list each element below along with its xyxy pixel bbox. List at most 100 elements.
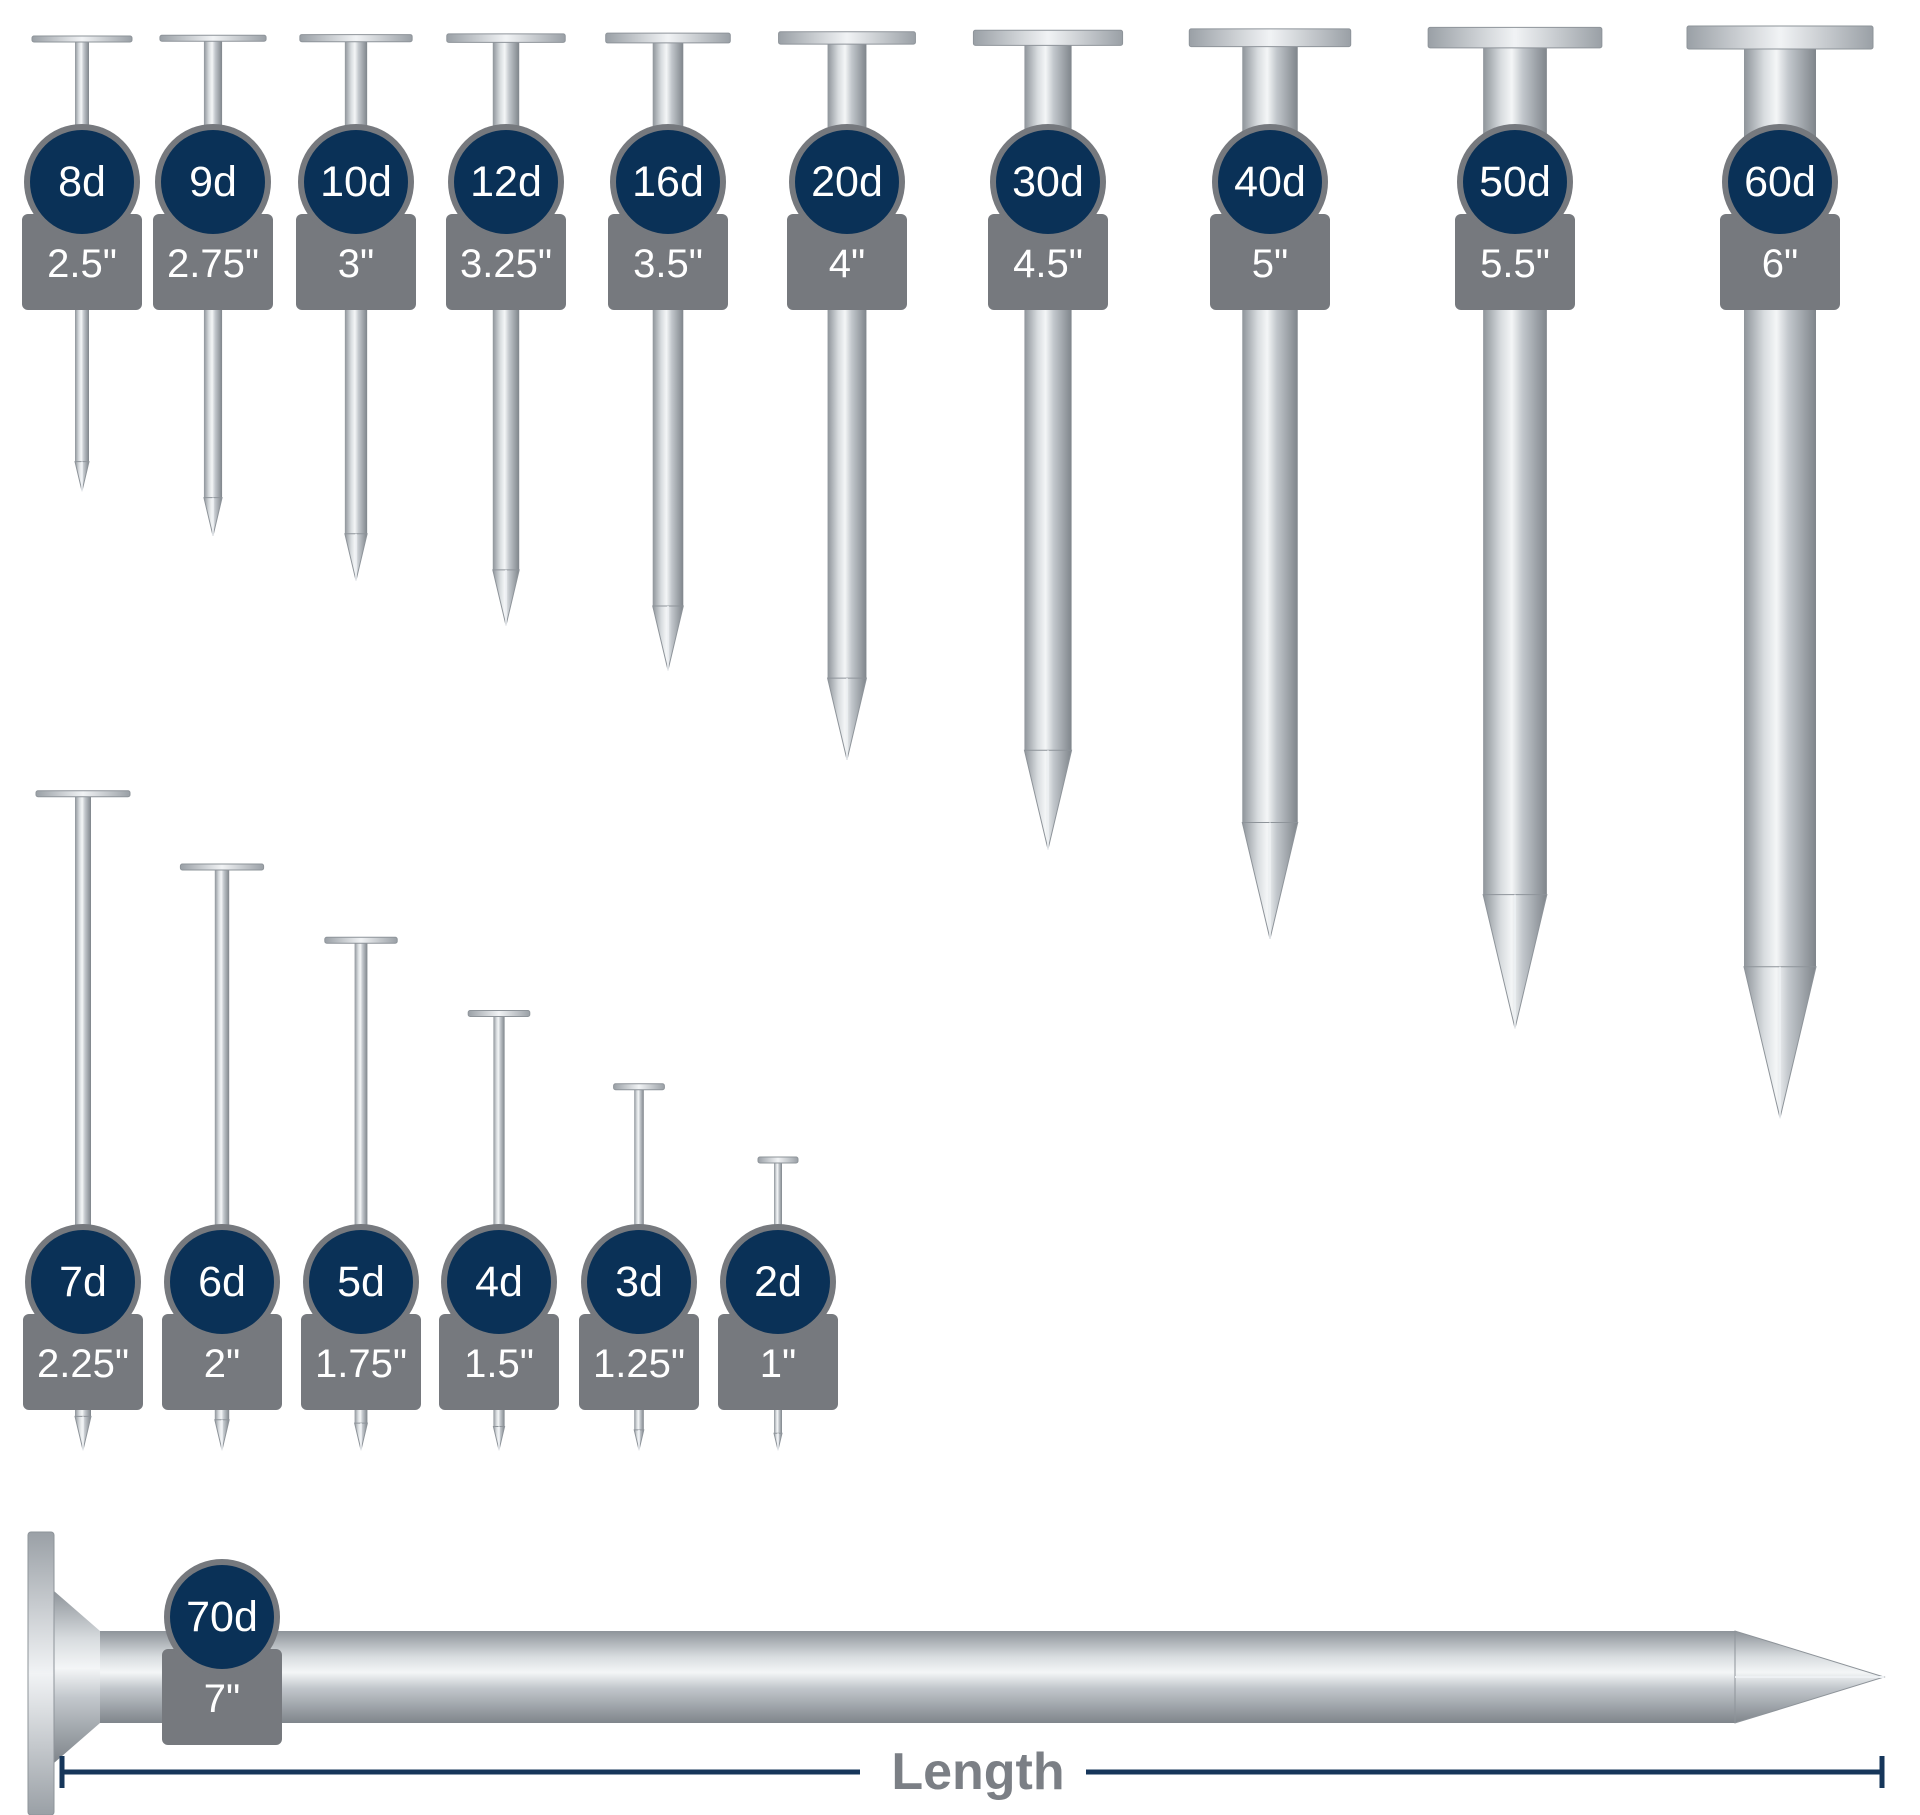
nail-7d: 7d 2.25" <box>23 790 143 1451</box>
nail-40d-badge <box>1218 130 1322 234</box>
nail-60d-badge <box>1728 130 1832 234</box>
nail-40d-head <box>1188 28 1352 48</box>
nail-10d-size-label: 10d <box>320 158 392 206</box>
nail-20d-length-label: 4" <box>829 242 865 286</box>
nail-16d-badge <box>616 130 720 234</box>
nail-8d-length-tag <box>22 214 142 310</box>
nail-7d-head <box>35 790 131 798</box>
nail-70d-head <box>27 1531 55 1815</box>
nail-70d-length-tag <box>162 1649 282 1745</box>
nail-2d-length-label: 1" <box>760 1342 796 1386</box>
nail-60d-length-label: 6" <box>1762 242 1798 286</box>
nail-5d-length-tag <box>301 1314 421 1410</box>
nail-4d-length-label: 1.5" <box>464 1342 534 1386</box>
nail-16d: 16d 3.5" <box>605 32 731 671</box>
nail-2d-head <box>757 1156 799 1164</box>
nail-16d-length-label: 3.5" <box>633 242 703 286</box>
nail-70d: 70d 7" <box>27 1531 1886 1815</box>
nail-3d-head <box>613 1083 665 1091</box>
nail-30d-badge <box>996 130 1100 234</box>
nail-3d: 3d 1.25" <box>579 1083 699 1451</box>
nail-60d-length-tag <box>1720 214 1840 310</box>
nail-10d-length-label: 3" <box>338 242 374 286</box>
nail-6d-badge <box>170 1230 274 1334</box>
nail-2d-length-tag <box>718 1314 838 1410</box>
nail-3d-badge <box>587 1230 691 1334</box>
nail-3d-length-tag <box>579 1314 699 1410</box>
nail-9d-badge <box>161 130 265 234</box>
nail-5d-size-label: 5d <box>337 1258 385 1306</box>
nail-50d-head <box>1427 26 1603 49</box>
nail-20d-size-label: 20d <box>811 158 883 206</box>
nail-60d: 60d 6" <box>1686 25 1874 1119</box>
nail-9d-length-label: 2.75" <box>167 242 259 286</box>
nail-8d-length-label: 2.5" <box>47 242 117 286</box>
nail-6d-size-label: 6d <box>198 1258 246 1306</box>
nail-16d-length-tag <box>608 214 728 310</box>
nail-5d-head <box>324 936 398 944</box>
nail-20d-length-tag <box>787 214 907 310</box>
nail-8d-size-label: 8d <box>58 158 106 206</box>
nail-8d-head <box>31 35 133 43</box>
nail-5d: 5d 1.75" <box>301 936 421 1451</box>
nail-4d-length-tag <box>439 1314 559 1410</box>
nail-70d-length-label: 7" <box>204 1677 240 1721</box>
nail-6d: 6d 2" <box>162 863 282 1451</box>
nail-12d: 12d 3.25" <box>446 33 566 626</box>
nail-7d-length-tag <box>23 1314 143 1410</box>
nail-4d-head <box>467 1010 531 1017</box>
nail-40d: 40d 5" <box>1188 28 1352 939</box>
nail-2d-badge <box>726 1230 830 1334</box>
nail-6d-head <box>179 863 265 871</box>
nail-30d-head <box>972 29 1124 46</box>
nail-50d-size-label: 50d <box>1479 158 1551 206</box>
nail-6d-length-tag <box>162 1314 282 1410</box>
nail-20d-head <box>778 31 916 45</box>
nail-3d-length-label: 1.25" <box>593 1342 685 1386</box>
nail-16d-size-label: 16d <box>632 158 704 206</box>
nail-2d-size-label: 2d <box>754 1258 802 1306</box>
nail-50d-length-label: 5.5" <box>1480 242 1550 286</box>
nail-4d: 4d 1.5" <box>439 1010 559 1451</box>
nail-10d-head <box>299 34 413 43</box>
nail-70d-size-label: 70d <box>186 1593 258 1641</box>
nail-30d-length-tag <box>988 214 1108 310</box>
nail-50d-badge <box>1463 130 1567 234</box>
nail-12d-size-label: 12d <box>470 158 542 206</box>
nails-layer: 8d 2.5" 9d 2.75" 10d 3" 12d 3.25" 16d 3.5" 20d 4" 30… <box>22 25 1886 1815</box>
nail-40d-length-tag <box>1210 214 1330 310</box>
nail-20d: 20d 4" <box>778 31 916 760</box>
nail-10d-badge <box>304 130 408 234</box>
length-label: Length <box>891 1743 1064 1801</box>
nail-7d-size-label: 7d <box>59 1258 107 1306</box>
nail-70d-neck <box>54 1591 100 1763</box>
nail-3d-size-label: 3d <box>615 1258 663 1306</box>
nail-12d-head <box>446 33 566 43</box>
nail-5d-badge <box>309 1230 413 1334</box>
nail-4d-badge <box>447 1230 551 1334</box>
nail-9d-length-tag <box>153 214 273 310</box>
nail-9d: 9d 2.75" <box>153 34 273 536</box>
nail-10d-length-tag <box>296 214 416 310</box>
nail-8d-badge <box>30 130 134 234</box>
nail-9d-size-label: 9d <box>189 158 237 206</box>
nail-10d: 10d 3" <box>296 34 416 581</box>
nail-5d-length-label: 1.75" <box>315 1342 407 1386</box>
nail-6d-length-label: 2" <box>204 1342 240 1386</box>
nail-4d-size-label: 4d <box>475 1258 523 1306</box>
nail-40d-size-label: 40d <box>1234 158 1306 206</box>
nail-70d-badge <box>170 1565 274 1669</box>
nail-60d-head <box>1686 25 1874 50</box>
nail-50d-length-tag <box>1455 214 1575 310</box>
nail-70d-shaft <box>64 1631 1735 1723</box>
nail-8d: 8d 2.5" <box>22 35 142 492</box>
nail-30d-size-label: 30d <box>1012 158 1084 206</box>
nail-60d-size-label: 60d <box>1744 158 1816 206</box>
nail-7d-badge <box>31 1230 135 1334</box>
nail-40d-length-label: 5" <box>1252 242 1288 286</box>
nail-7d-length-label: 2.25" <box>37 1342 129 1386</box>
nail-4d-shaft <box>493 1016 505 1427</box>
nail-12d-length-label: 3.25" <box>460 242 552 286</box>
nail-16d-head <box>605 32 731 44</box>
